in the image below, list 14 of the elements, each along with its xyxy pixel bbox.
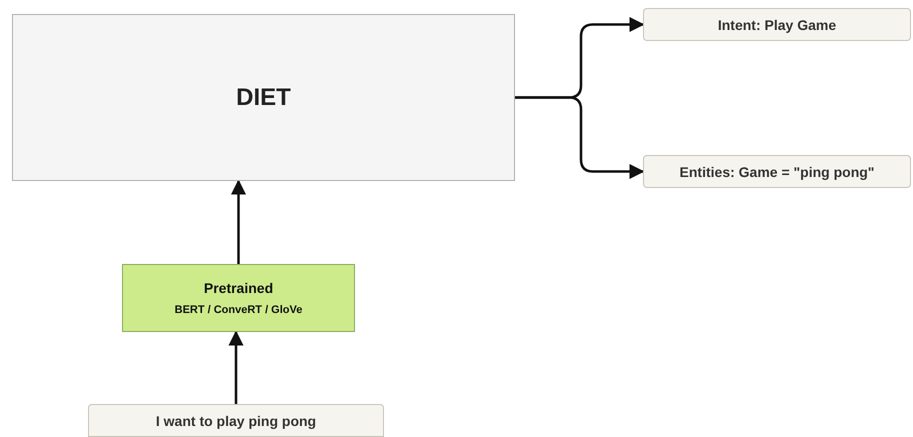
process-box [643, 155, 911, 188]
node-label: Pretrained [204, 278, 274, 298]
process-box [88, 404, 384, 437]
arrow [231, 180, 246, 264]
node-label: DIET [236, 82, 291, 112]
node-label: Intent: Play Game [718, 16, 836, 34]
process-box [643, 8, 911, 41]
node-label: Entities: Game = "ping pong" [680, 162, 874, 182]
process-box [12, 14, 515, 181]
arrow [515, 96, 644, 179]
node-sublabel: BERT / ConveRT / GloVe [174, 302, 302, 318]
arrow [228, 330, 244, 404]
embedding-box [122, 264, 355, 332]
node-label: I want to play ping pong [156, 412, 316, 430]
